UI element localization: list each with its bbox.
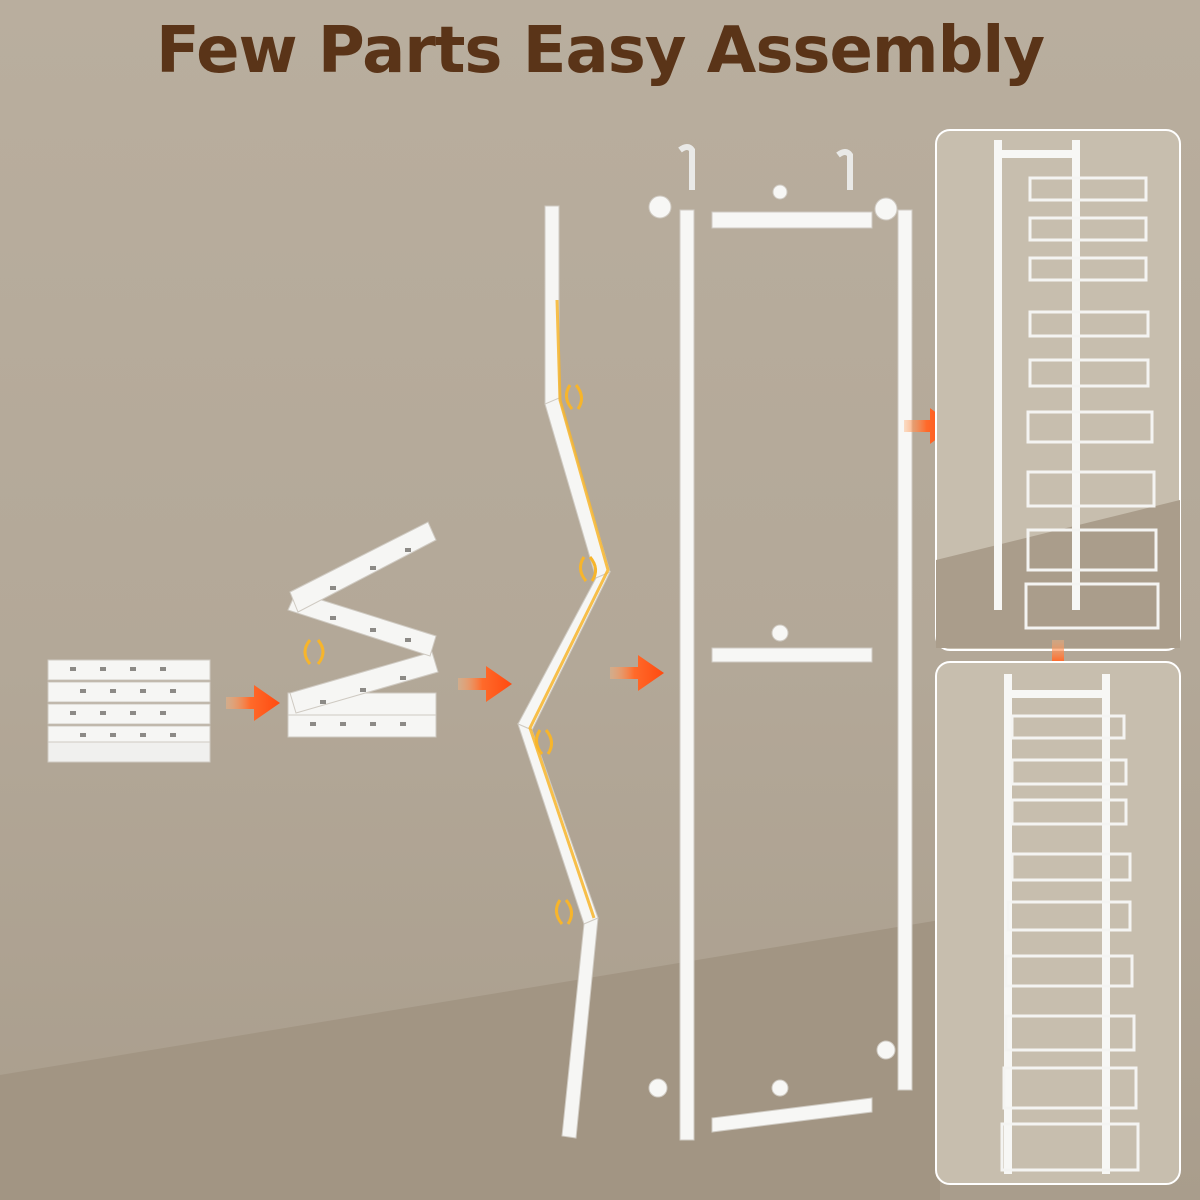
arrow-right-icon bbox=[610, 655, 664, 691]
arrow-right-icon bbox=[226, 685, 280, 721]
page-title: Few Parts Easy Assembly bbox=[155, 14, 1045, 88]
assembled-rack-panel-1 bbox=[935, 129, 1181, 651]
rack-2-shelves bbox=[1000, 714, 1140, 1172]
rotate-arrow-icon bbox=[535, 384, 597, 925]
upright-slots bbox=[310, 548, 411, 726]
rotate-arrow-icon bbox=[303, 639, 325, 665]
rack-1-shelves bbox=[1024, 176, 1160, 630]
arrow-right-icon bbox=[458, 666, 512, 702]
folded-upright-stack bbox=[47, 659, 211, 763]
unfolding-upright bbox=[517, 205, 612, 1139]
floor bbox=[0, 920, 940, 1200]
partially-unfolded-upright bbox=[287, 521, 439, 738]
assembled-rack-panel-2 bbox=[935, 661, 1181, 1185]
hinge-glow bbox=[528, 299, 610, 919]
